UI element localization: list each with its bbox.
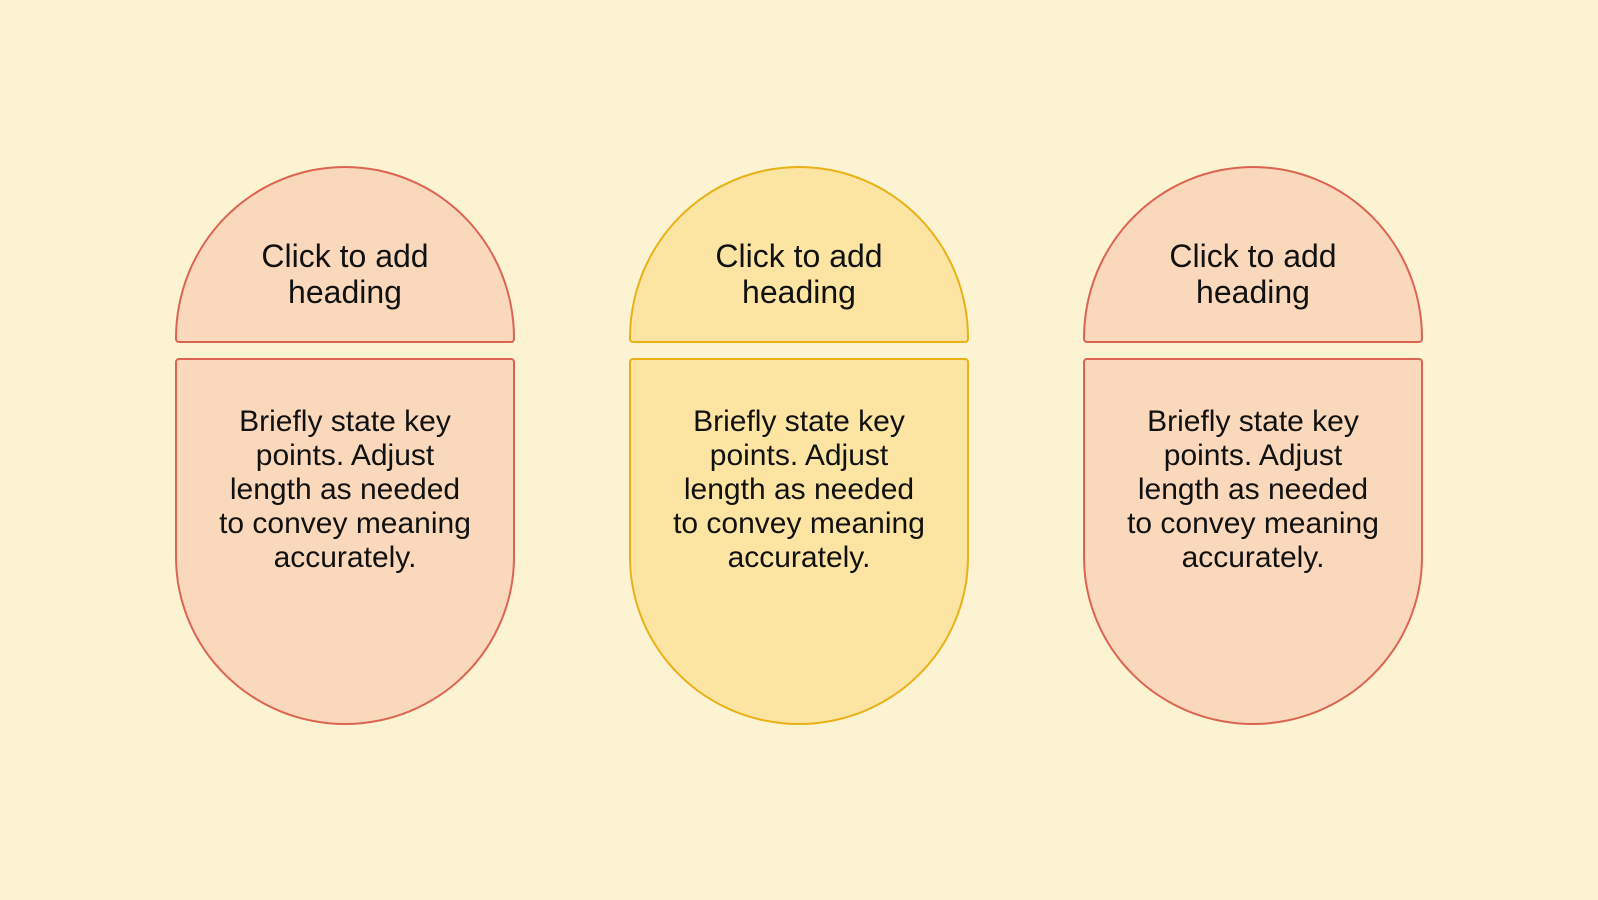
- card-2-heading-placeholder[interactable]: Click to add heading: [629, 166, 969, 343]
- card-1-body-placeholder[interactable]: Briefly state key points. Adjust length …: [175, 358, 515, 725]
- card-3-body-placeholder[interactable]: Briefly state key points. Adjust length …: [1083, 358, 1423, 725]
- card-2-body-placeholder[interactable]: Briefly state key points. Adjust length …: [629, 358, 969, 725]
- card-3-heading-placeholder[interactable]: Click to add heading: [1083, 166, 1423, 343]
- pill-card-2: Click to add heading Briefly state key p…: [629, 166, 969, 725]
- pill-card-3: Click to add heading Briefly state key p…: [1083, 166, 1423, 725]
- cards-row: Click to add heading Briefly state key p…: [175, 166, 1423, 725]
- card-3-body-text: Briefly state key points. Adjust length …: [1127, 405, 1379, 574]
- card-2-heading-text: Click to add heading: [715, 238, 883, 310]
- card-3-heading-text: Click to add heading: [1169, 238, 1337, 310]
- pill-card-1: Click to add heading Briefly state key p…: [175, 166, 515, 725]
- card-1-body-text: Briefly state key points. Adjust length …: [219, 405, 471, 574]
- card-2-body-text: Briefly state key points. Adjust length …: [673, 405, 925, 574]
- card-1-heading-text: Click to add heading: [261, 238, 429, 310]
- card-1-heading-placeholder[interactable]: Click to add heading: [175, 166, 515, 343]
